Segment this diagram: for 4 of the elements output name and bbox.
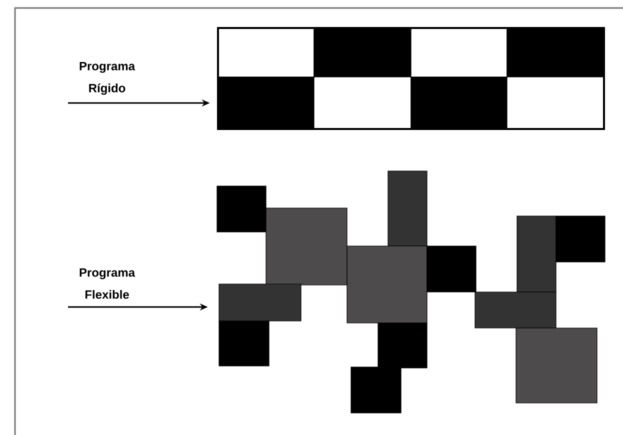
label-text: Programa Flexible	[80, 268, 136, 299]
checkerboard-drawing	[217, 27, 605, 130]
block-drawing	[216, 170, 606, 414]
label-text: Programa Rígido	[80, 62, 136, 95]
